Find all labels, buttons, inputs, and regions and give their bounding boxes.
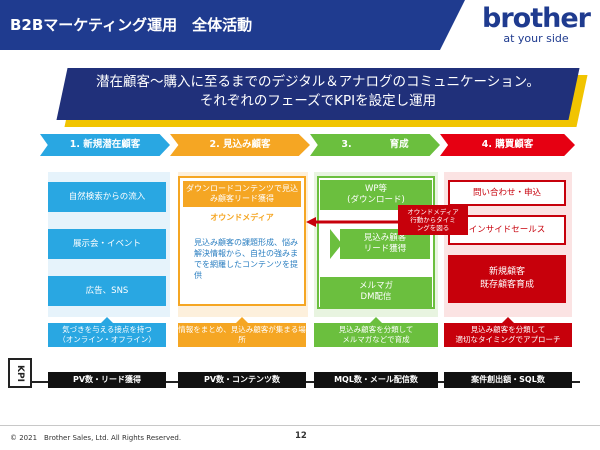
- phase-1: 1. 新規潜在顧客: [40, 134, 170, 156]
- title-bar: B2Bマーケティング運用 全体活動: [0, 0, 465, 50]
- touchpoint-events: 展示会・イベント: [48, 229, 166, 259]
- touchpoint-organic-search: 自然検索からの流入: [48, 182, 166, 212]
- download-content-box: ダウンロードコンテンツで見込み顧客リード獲得: [183, 181, 301, 207]
- speech-phase-3: 見込み顧客を分類して メルマガなどで育成: [314, 317, 438, 347]
- owned-media-description: 見込み顧客の課題形成、悩み解決情報から、自社の強みまでを網羅したコンテンツを提供: [194, 238, 298, 280]
- phase-4: 4. 購買顧客: [440, 134, 575, 156]
- inquiry-box: 問い合わせ・申込: [448, 180, 566, 206]
- brand-logo: brother at your side: [480, 5, 592, 45]
- kpi-badge: KPI: [8, 358, 32, 388]
- kpi-phase-2: PV数・コンテンツ数: [178, 372, 306, 388]
- speech-phase-2: 情報をまとめ、見込み顧客が集まる場所: [178, 317, 306, 347]
- kpi-phase-4: 案件創出額・SQL数: [444, 372, 572, 388]
- slide-header: B2Bマーケティング運用 全体活動 brother at your side: [0, 0, 600, 50]
- page-number: 12: [295, 431, 307, 441]
- banner-text: 潜在顧客～購入に至るまでのデジタル＆アナログのコミュニケーション。 それぞれのフ…: [62, 73, 574, 111]
- timing-note: オウンドメディア 行動からタイミ ングを図る: [398, 205, 468, 235]
- newsletter-dm-box: メルマガ DM配信: [320, 277, 432, 307]
- brand-name: brother: [482, 3, 591, 34]
- touchpoint-ads-sns: 広告、SNS: [48, 276, 166, 306]
- footer-divider: [0, 425, 600, 426]
- speech-phase-1: 気づきを与える接点を持つ （オンライン・オフライン）: [48, 317, 166, 347]
- copyright: © 2021 Brother Sales, Ltd. All Rights Re…: [10, 434, 182, 442]
- banner-line-1: 潜在顧客～購入に至るまでのデジタル＆アナログのコミュニケーション。: [96, 74, 540, 90]
- brand-tagline: at your side: [503, 32, 569, 45]
- banner-line-2: それぞれのフェーズでKPIを設定し運用: [199, 93, 437, 109]
- owned-media-label: オウンドメディア: [210, 213, 274, 222]
- customer-nurture-box: 新規顧客 既存顧客育成: [448, 255, 566, 303]
- speech-phase-4: 見込み顧客を分類して 適切なタイミングでアプローチ: [444, 317, 572, 347]
- kpi-phase-3: MQL数・メール配信数: [314, 372, 438, 388]
- slide-title: B2Bマーケティング運用 全体活動: [10, 16, 253, 34]
- kpi-phase-1: PV数・リード獲得: [48, 372, 166, 388]
- phase-2: 2. 見込み顧客: [170, 134, 310, 156]
- phase-3: 3. 育成: [310, 134, 440, 156]
